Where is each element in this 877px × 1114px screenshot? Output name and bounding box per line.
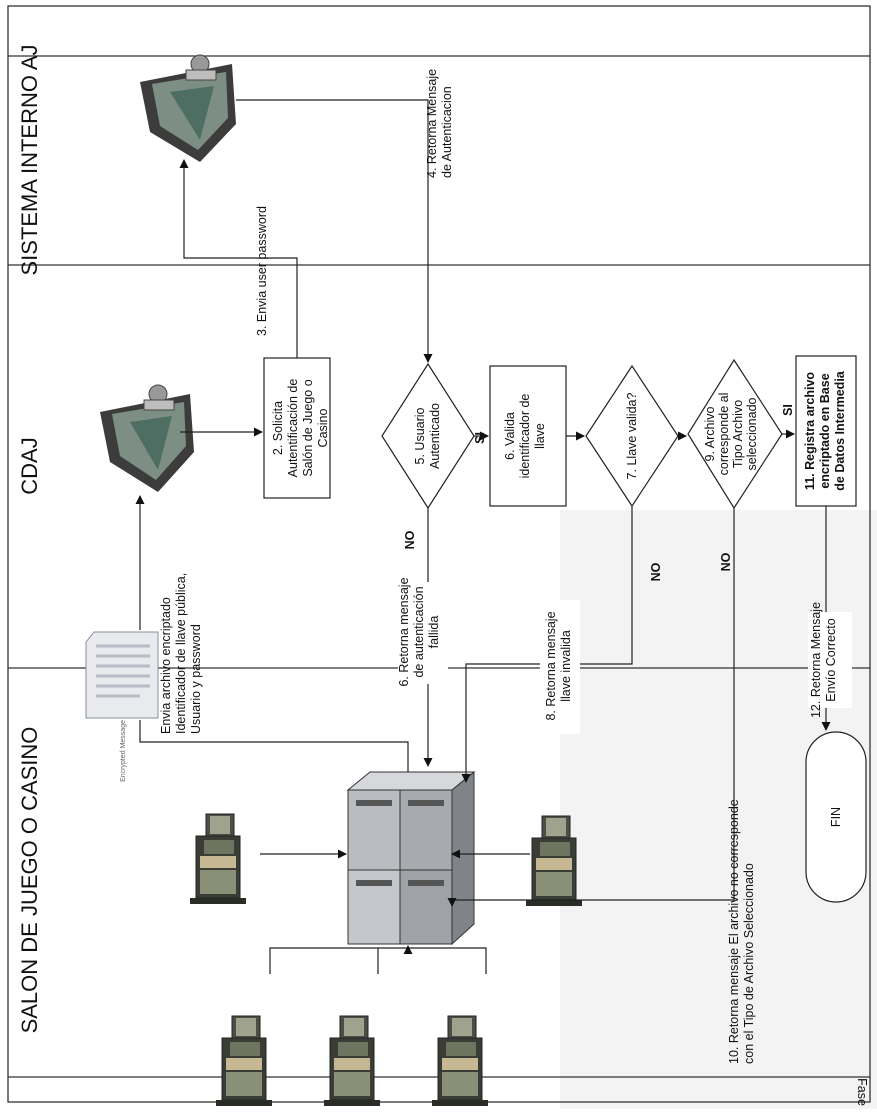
- no-label: NO: [649, 562, 663, 581]
- step-6-box: [489, 365, 567, 507]
- step-2-label: Casino: [316, 409, 330, 448]
- server-cluster-icon: [346, 770, 476, 946]
- step-6b-label: 6. Valida: [503, 412, 517, 460]
- puzzle-key-icon: [140, 54, 236, 162]
- step-1-label: Envia archivo encriptado: [159, 597, 173, 734]
- step-10-label: 10. Retorna mensaje El archivo no corres…: [727, 799, 741, 1064]
- step-6b-label: identificador de: [518, 394, 532, 479]
- step-2-box: [263, 357, 331, 499]
- step-2-label: 2. Solicita: [271, 401, 285, 455]
- step-6a-label: fallida: [427, 616, 441, 649]
- step-11-label: 11. Registra archivo: [803, 372, 817, 490]
- si-label: SI: [473, 432, 487, 444]
- decision-9-label: corresponde al: [717, 393, 731, 476]
- lane-title-salon: SALON DE JUEGO O CASINO: [17, 727, 42, 1034]
- fase-label: Fase: [855, 1078, 869, 1106]
- decision-5-label: 5. Usuario: [413, 407, 427, 464]
- no-label: NO: [403, 530, 417, 549]
- step-10-label: con el Tipo de Archivo Seleccionado: [742, 863, 756, 1064]
- connector-line: [236, 99, 433, 363]
- decision-7-label: 7. Llave valida?: [625, 393, 639, 480]
- fin-terminator: [805, 731, 867, 903]
- step-11-label: de Datos Intermedia: [833, 370, 847, 491]
- lane-title-cdaj: CDAJ: [17, 437, 42, 494]
- step-6a-label: 6. Retorna mensaje: [397, 577, 411, 686]
- puzzle-key-icon: [100, 384, 194, 492]
- slot-machine-icon: [189, 813, 247, 905]
- si-label: SI: [781, 404, 795, 416]
- step-4-label: de Autenticacion: [440, 86, 454, 178]
- decision-9-label: seleccionado: [745, 397, 759, 470]
- step-1-label: Identificador de llave pública,: [174, 573, 188, 734]
- no-label: NO: [719, 552, 733, 571]
- connector-line: [179, 159, 298, 358]
- step-4-label: 4. Retorna Mensaje: [425, 69, 439, 178]
- step-11-label: encriptado en Base: [818, 373, 832, 488]
- decision-9-label: 9. Archivo: [703, 407, 717, 462]
- step-12-label: Envío Correcto: [824, 618, 838, 701]
- fin-label: FIN: [829, 807, 843, 827]
- step-1-label: Usuario y password: [189, 624, 203, 734]
- slot-machine-icon: [431, 1015, 489, 1107]
- step-12-label: 12. Retorna Mensaje: [809, 602, 823, 718]
- step-8-label: 8. Retorna mensaje: [544, 611, 558, 720]
- slot-machine-icon: [215, 1015, 273, 1107]
- encrypted-message-icon: [85, 631, 159, 719]
- step-2-label: Salón de Juego o: [301, 379, 315, 476]
- lane-title-sistema: SISTEMA INTERNO AJ: [17, 44, 42, 275]
- step-11-box: [795, 355, 857, 507]
- step-6b-label: llave: [533, 423, 547, 449]
- step-6a-label: de autenticación: [412, 586, 426, 677]
- connector-line: [139, 720, 409, 772]
- decision-9-label: Tipo Archivo: [731, 400, 745, 468]
- slot-machine-icon: [323, 1015, 381, 1107]
- step-2-label: Autentificación de: [286, 379, 300, 478]
- connector-line: [447, 508, 735, 907]
- step-3-label: 3. Envia user password: [255, 206, 269, 336]
- encrypted-message-caption: Encrypted Message: [120, 720, 127, 782]
- decision-5-label: Autenticado: [428, 403, 442, 469]
- step-8-label: llave invalida: [559, 630, 573, 702]
